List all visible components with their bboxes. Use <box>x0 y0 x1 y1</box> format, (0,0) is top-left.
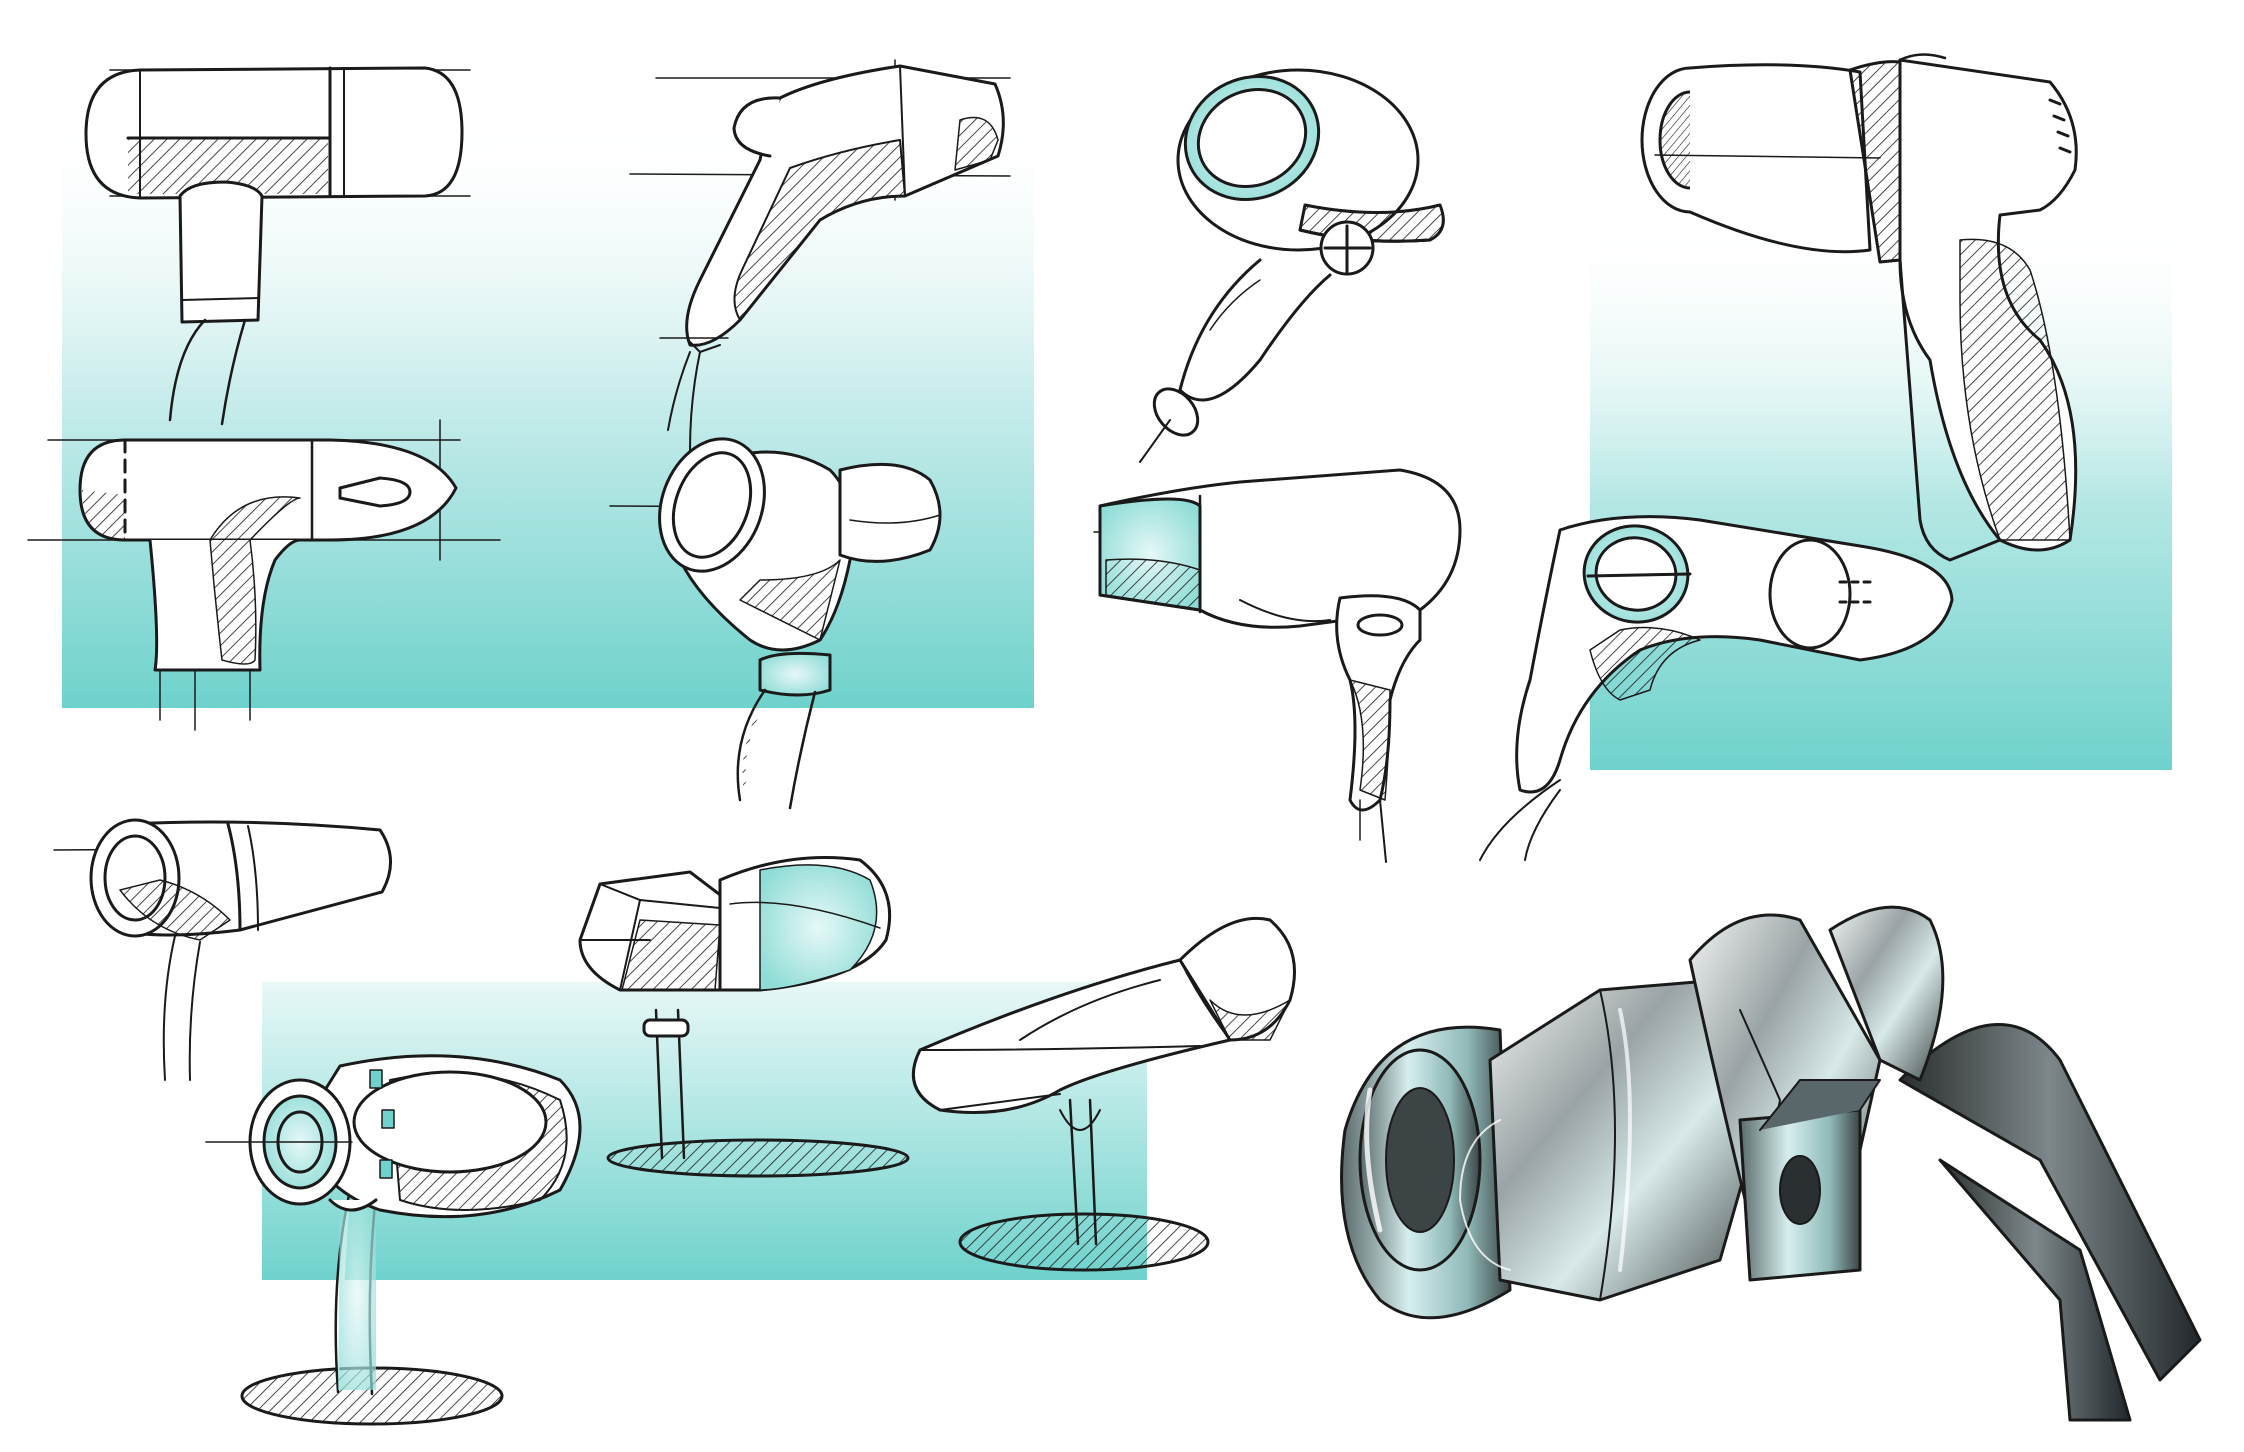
sketch-perspective-nozzle-up <box>1139 68 1445 463</box>
sketch-perspective-lower-left <box>53 818 392 1081</box>
sketch-perspective-three-quarter-top-right <box>1640 53 2078 562</box>
sketch-rendered-closeup-lower-right <box>1340 905 2202 1422</box>
sketch-perspective-rear-round <box>609 437 942 810</box>
sketch-perspective-standing-pod <box>911 916 1296 1272</box>
sketch-perspective-handle-curved-right <box>1479 515 1954 861</box>
sketch-side-view-hood-middle <box>1093 468 1462 863</box>
sketch-perspective-cone-nozzle <box>578 856 910 1178</box>
sketch-side-view-angled-handle <box>629 59 1011 451</box>
sketch-flat-side-view-middle-left <box>27 419 501 731</box>
sketch-flat-front-view-top <box>84 66 471 426</box>
teal-wash-upper-right <box>1590 218 2172 770</box>
sketch-perspective-egg-on-stand <box>205 1054 582 1426</box>
